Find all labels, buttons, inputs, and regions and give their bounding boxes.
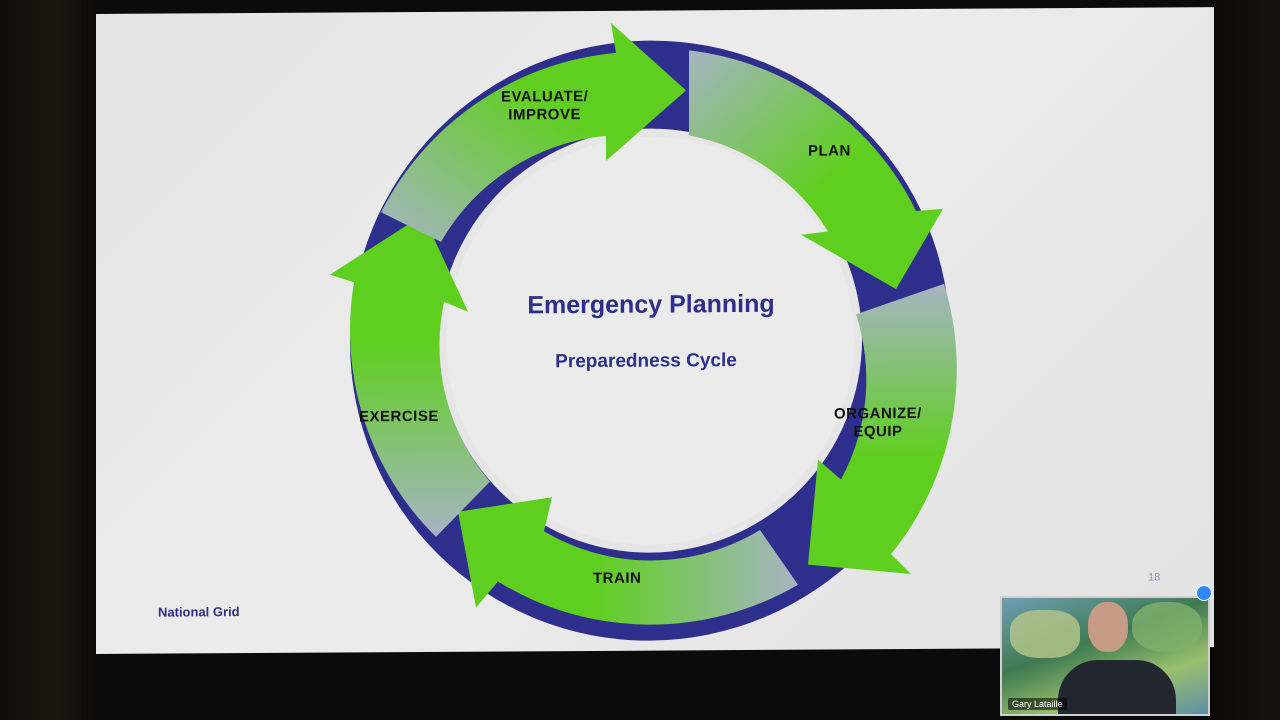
stage-label-organize-equip: ORGANIZE/ EQUIP (834, 404, 922, 441)
participant-video-tile[interactable]: Gary Lataille (1000, 596, 1210, 716)
organize-equip-arrow (808, 283, 957, 575)
evaluate-improve-arrow (381, 22, 686, 242)
video-background-shape (1010, 610, 1080, 658)
participant-body (1058, 660, 1176, 714)
page-number: 18 (1148, 571, 1161, 584)
participant-head (1088, 602, 1128, 652)
room-background-right (1210, 0, 1280, 720)
participant-name-label: Gary Lataille (1008, 698, 1067, 710)
exercise-arrow (330, 215, 490, 537)
video-tile-status-icon[interactable] (1196, 585, 1212, 601)
room-background-left (0, 0, 96, 720)
presentation-slide: PLAN ORGANIZE/ EQUIP TRAIN EXERCISE EVAL… (96, 7, 1214, 654)
video-background-shape (1132, 602, 1202, 652)
stage-label-plan: PLAN (808, 142, 851, 160)
stage-label-exercise: EXERCISE (359, 407, 439, 426)
footer-brand: National Grid (158, 604, 240, 620)
plan-arrow (689, 50, 943, 290)
train-arrow (458, 497, 798, 625)
cycle-center (446, 136, 854, 545)
stage-label-train: TRAIN (593, 569, 642, 587)
preparedness-cycle-diagram (330, 22, 957, 641)
slide-subtitle: Preparedness Cycle (555, 350, 737, 373)
slide-title: Emergency Planning (527, 289, 775, 320)
stage-label-evaluate-improve: EVALUATE/ IMPROVE (501, 87, 589, 124)
